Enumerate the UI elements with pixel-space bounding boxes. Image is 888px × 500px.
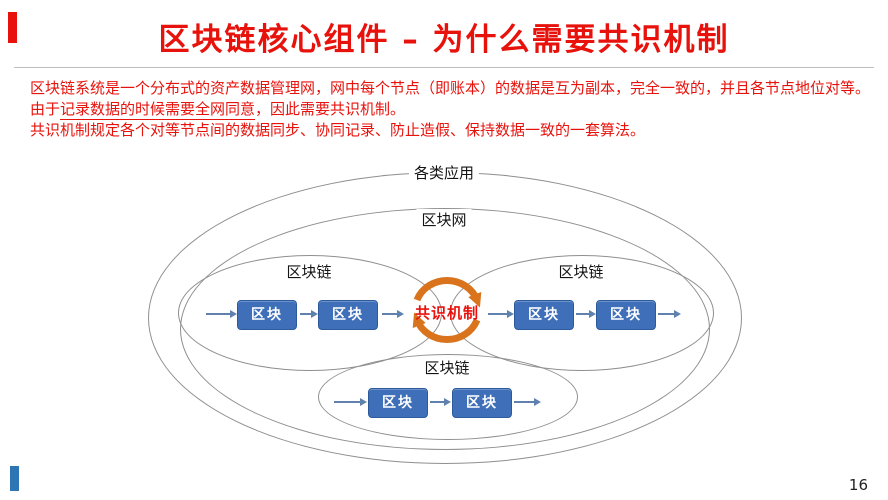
flow-arrow-bottom-mid — [430, 398, 451, 406]
page-number: 16 — [848, 476, 868, 494]
flow-arrow-bottom-in — [334, 398, 367, 406]
chain-label-bottom: 区块链 — [419, 357, 475, 378]
chain-ellipse-right — [450, 255, 714, 371]
chain-ellipse-left — [178, 255, 442, 371]
block-box: 区块 — [237, 300, 297, 330]
intro-line-1: 区块链系统是一个分布式的资产数据管理网，网中每个节点（即账本）的数据是互为副本，… — [30, 79, 871, 97]
block-box: 区块 — [452, 388, 512, 418]
intro-line-2-underlined: 记录数据的时候需要全网同意 — [60, 100, 256, 120]
title-divider — [14, 67, 874, 68]
block-box: 区块 — [318, 300, 378, 330]
intro-line-2-prefix: 由于 — [30, 100, 61, 118]
cycle-arrows-icon — [412, 277, 482, 343]
flow-arrow-left-mid — [300, 310, 318, 318]
intro-line-3: 共识机制规定各个对等节点间的数据同步、协同记录、防止造假、保持数据一致的一套算法… — [30, 121, 646, 139]
block-box: 区块 — [596, 300, 656, 330]
applications-label: 各类应用 — [408, 162, 480, 183]
block-box: 区块 — [368, 388, 428, 418]
chain-ellipse-bottom — [318, 354, 578, 440]
network-label: 区块网 — [416, 209, 472, 230]
intro-text: 区块链系统是一个分布式的资产数据管理网，网中每个节点（即账本）的数据是互为副本，… — [30, 78, 878, 141]
consensus-label: 共识机制 — [414, 304, 479, 322]
chain-label-right: 区块链 — [553, 261, 609, 282]
blockchain-network-ellipse — [180, 208, 710, 450]
flow-arrow-right-in — [488, 310, 514, 318]
intro-line-2: 由于记录数据的时候需要全网同意，因此需要共识机制。 — [30, 99, 878, 120]
flow-arrow-left-in — [206, 310, 237, 318]
flow-arrow-left-out — [382, 310, 404, 318]
chain-label-left: 区块链 — [281, 261, 337, 282]
flow-arrow-bottom-out — [514, 398, 541, 406]
slide-title: 区块链核心组件 – 为什么需要共识机制 — [158, 22, 730, 58]
intro-line-2-suffix: ，因此需要共识机制。 — [255, 100, 406, 118]
red-accent-bar — [8, 12, 17, 43]
flow-arrow-right-out — [658, 310, 681, 318]
block-box: 区块 — [514, 300, 574, 330]
blue-accent-bar — [10, 466, 19, 491]
flow-arrow-right-mid — [576, 310, 596, 318]
